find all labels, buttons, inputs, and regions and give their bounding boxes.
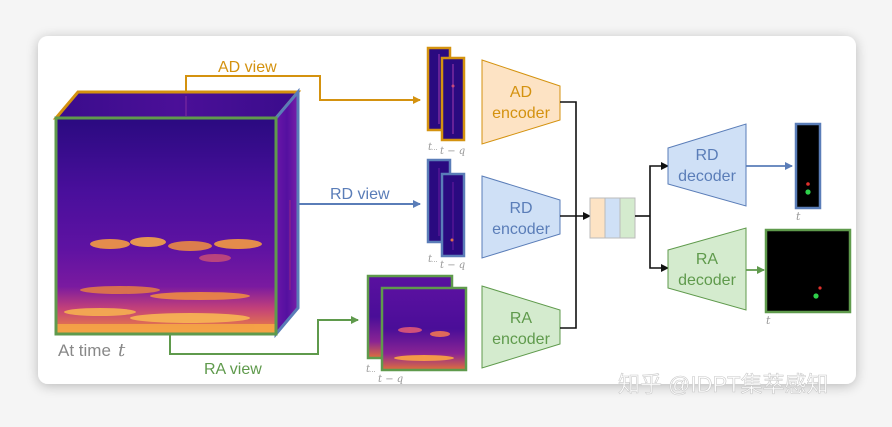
- rd-encoder-label-1: RD: [509, 200, 532, 217]
- ra-output-map: [764, 228, 852, 314]
- rd-stack-dots: ...: [431, 255, 438, 264]
- rd-frame-stack: [426, 158, 466, 258]
- ra-stack-dots: ...: [369, 365, 376, 374]
- radar-data-cube: [52, 87, 302, 339]
- rd-decoder-label-1: RD: [695, 147, 718, 164]
- rd-encoder-label-2: encoder: [492, 221, 550, 238]
- ra-view-arrow: [169, 316, 359, 355]
- ra-encoder: RA encoder: [481, 285, 561, 369]
- ra-frame-stack: [366, 274, 468, 372]
- rd-stack-t: t: [428, 254, 433, 265]
- time-label-var: t: [118, 340, 126, 361]
- rd-output-detection-green: [805, 189, 811, 195]
- ra-encoder-label-2: encoder: [492, 331, 550, 348]
- ad-encoder-label-1: AD: [510, 84, 532, 101]
- cube-front-face-ra: [56, 118, 276, 334]
- rd-encoder: RD encoder: [481, 175, 561, 259]
- rd-decoder: RD decoder: [667, 123, 747, 207]
- latent-representation: [589, 197, 636, 239]
- watermark: 知乎 @IDPT集萃感知: [618, 372, 829, 397]
- ad-frame-stack: [426, 46, 466, 142]
- ad-stack-dots: ...: [431, 143, 438, 152]
- ad-view-arrow: [185, 75, 421, 104]
- time-label-prefix: At time: [58, 341, 111, 360]
- ra-decoder: RA decoder: [667, 227, 747, 311]
- ra-output-t: t: [766, 314, 771, 327]
- ad-stack-t: t: [428, 142, 433, 153]
- ad-view-label: AD view: [218, 59, 277, 76]
- encoder-merge-connectors: [560, 101, 591, 329]
- rd-stack-tq: t − q: [440, 260, 465, 271]
- ra-encoder-label-1: RA: [510, 310, 533, 327]
- rd-output-t: t: [796, 210, 801, 223]
- rd-output-detection-red: [806, 182, 810, 186]
- decoder-split-connectors: [635, 162, 669, 272]
- rd-view-label: RD view: [330, 186, 390, 203]
- cube-top-face-ad: [52, 90, 302, 120]
- ra-output-detection-green: [813, 293, 819, 299]
- ra-stack-tq: t − q: [378, 374, 403, 385]
- rd-output-map: [794, 122, 822, 210]
- ra-view-label: RA view: [204, 361, 262, 378]
- ra-decoder-label-1: RA: [696, 251, 719, 268]
- rd-decoder-label-2: decoder: [678, 168, 736, 185]
- ra-stack-t: t: [366, 364, 371, 375]
- ad-encoder: AD encoder: [481, 59, 561, 145]
- ad-stack-tq: t − q: [440, 146, 465, 157]
- ad-encoder-label-2: encoder: [492, 105, 550, 122]
- ra-decoder-label-2: decoder: [678, 272, 736, 289]
- ra-output-detection-red: [818, 286, 822, 290]
- cube-side-face-rd: [274, 87, 300, 339]
